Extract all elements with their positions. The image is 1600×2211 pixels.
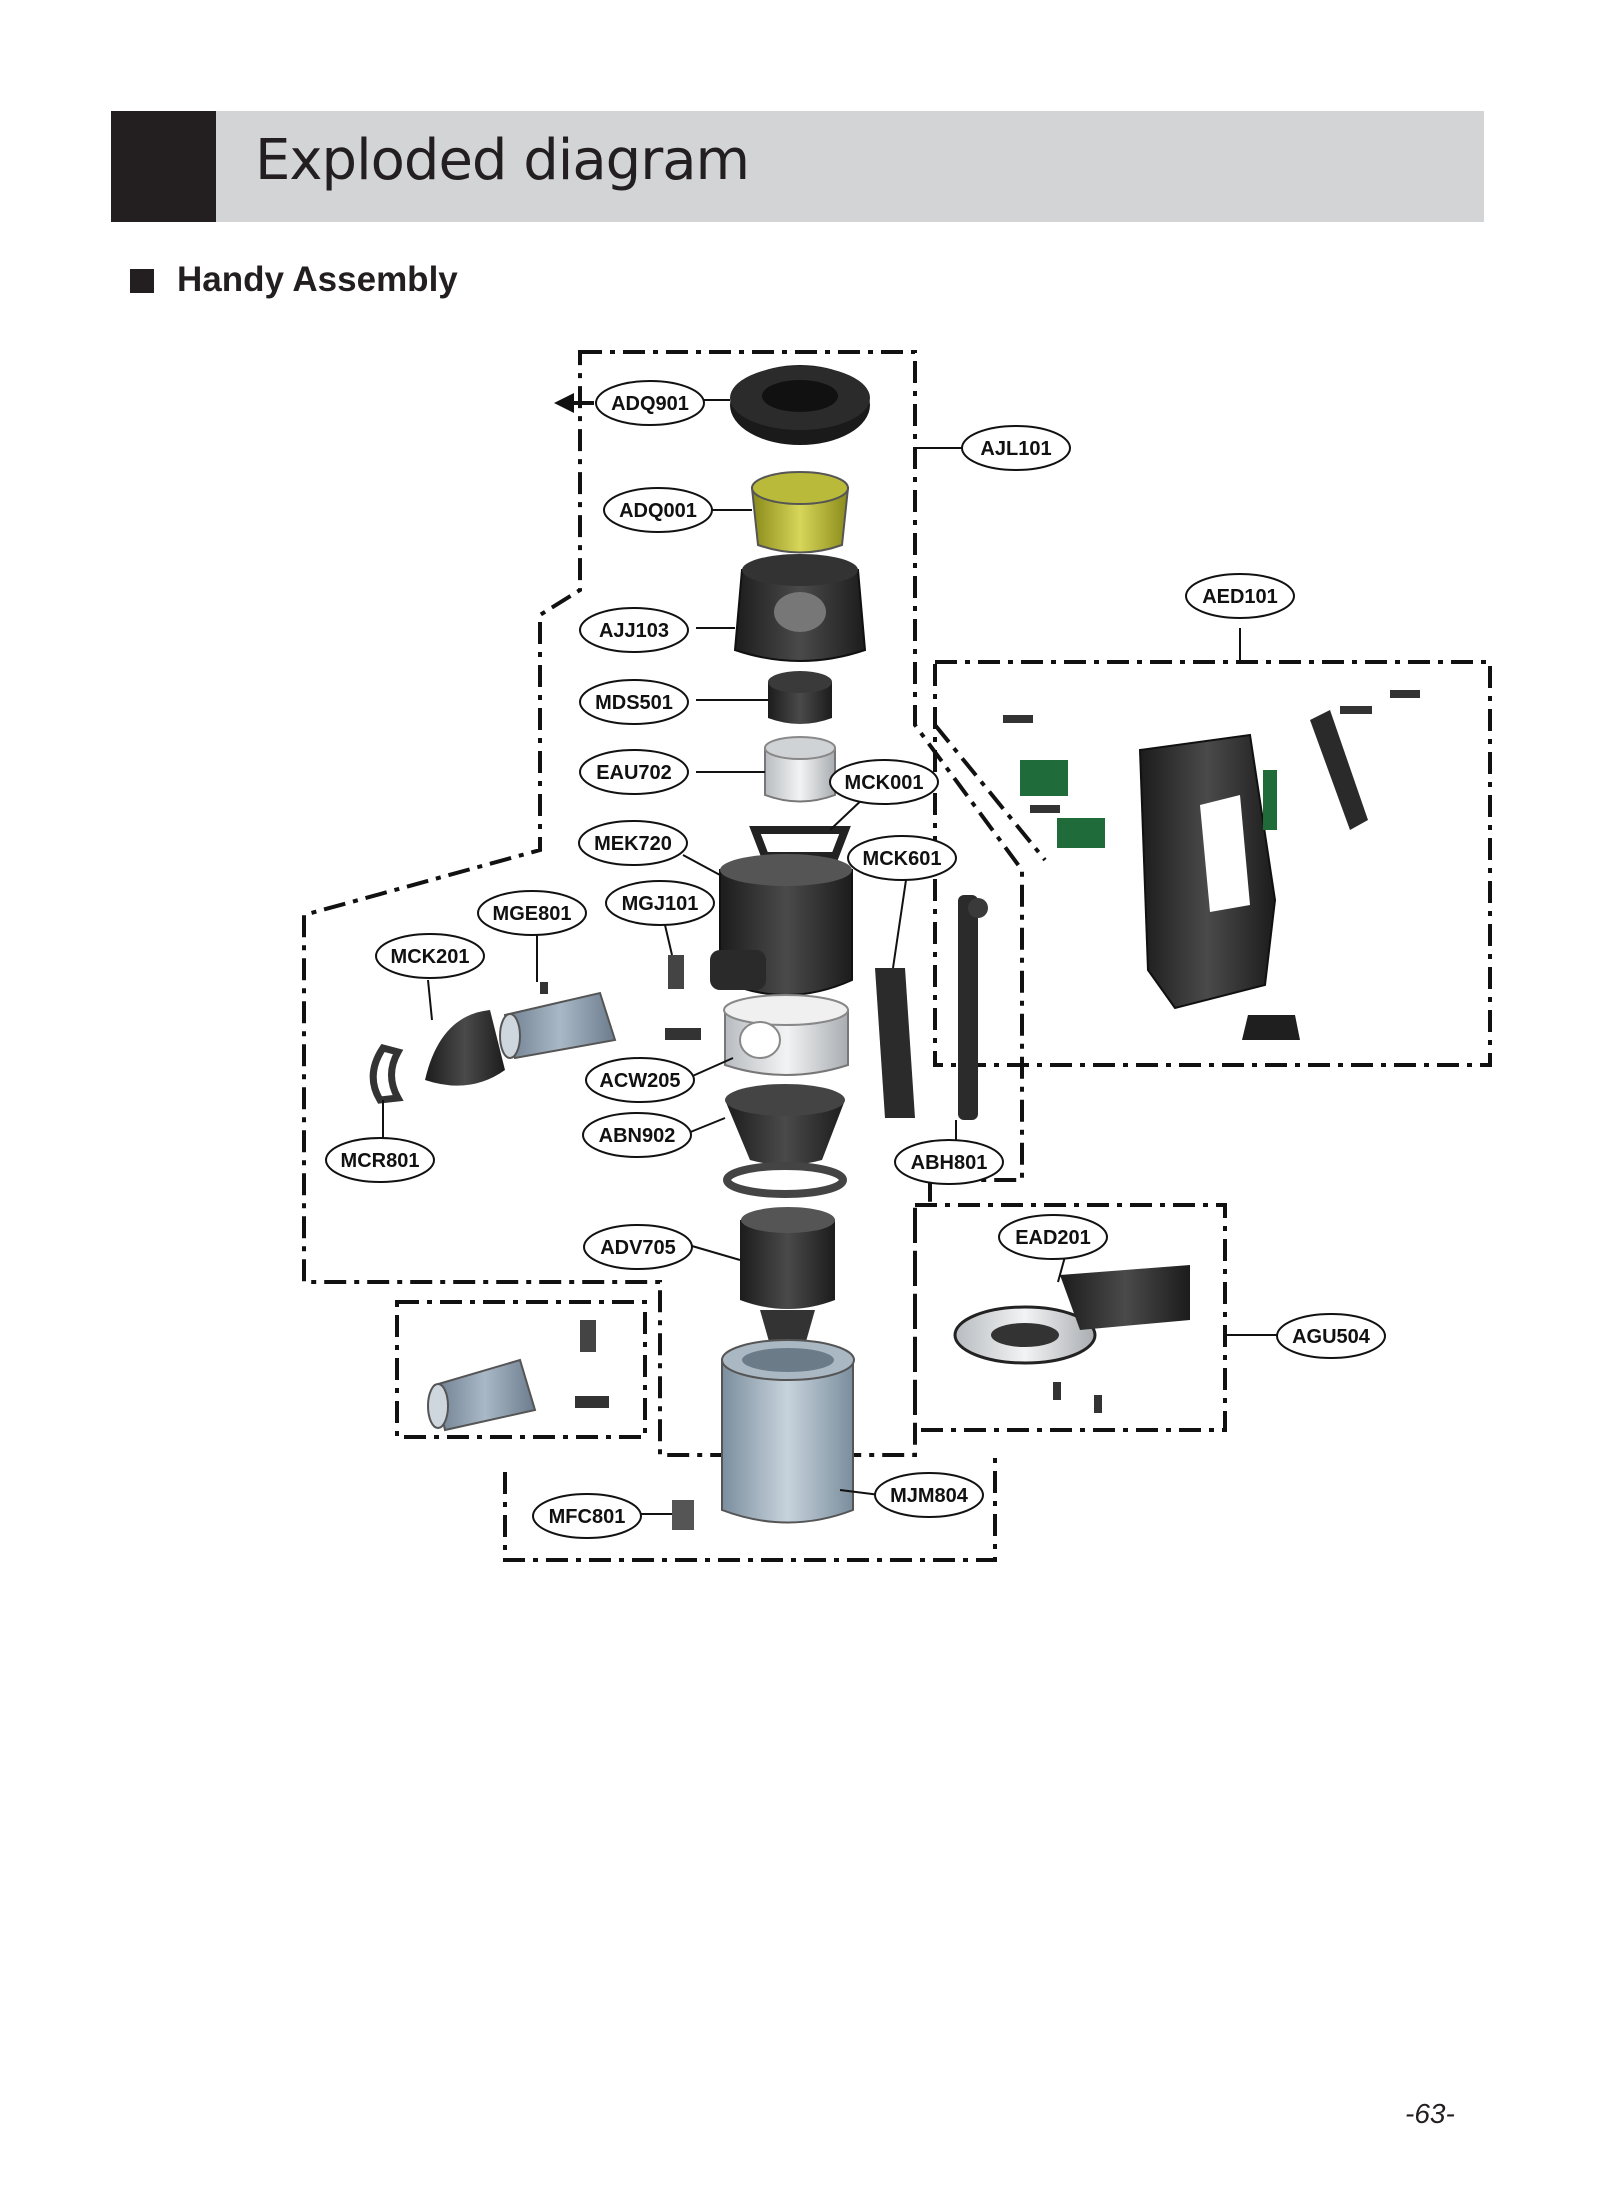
part-mgj101 xyxy=(665,955,701,1040)
part-mds501-seal xyxy=(768,671,832,724)
part-mfc801-clip xyxy=(672,1500,694,1530)
callout-label: ADQ001 xyxy=(619,500,697,522)
callout-label: AJJ103 xyxy=(599,620,669,642)
callout-label: MJM804 xyxy=(890,1485,969,1507)
leader-lines xyxy=(382,399,1278,1515)
callout-mfc801 xyxy=(532,1493,642,1539)
callout-label: MGJ101 xyxy=(622,893,699,915)
part-mcr801-clip xyxy=(369,1043,404,1104)
callout-acw205 xyxy=(585,1057,695,1103)
handy-assembly-boundary xyxy=(302,350,1024,1457)
part-abh801-rail xyxy=(958,895,988,1120)
part-eau702-motor xyxy=(764,736,836,803)
callout-label: ACW205 xyxy=(599,1070,680,1092)
callout-adq901 xyxy=(595,380,705,426)
part-adv705-cyclone xyxy=(740,1207,835,1345)
callout-mjm804 xyxy=(874,1472,984,1518)
part-mge801-tube xyxy=(499,982,617,1060)
callout-label: MDS501 xyxy=(595,692,673,714)
callout-label: AGU504 xyxy=(1292,1326,1371,1348)
callout-label: AJL101 xyxy=(980,438,1051,460)
part-mck201-nozzle xyxy=(425,1010,505,1086)
callout-label: ADQ901 xyxy=(611,393,689,415)
callout-mcr801 xyxy=(325,1137,435,1183)
callout-label: MCK001 xyxy=(845,772,924,794)
section-title: Handy Assembly xyxy=(177,260,458,299)
callout-label: MCK601 xyxy=(863,848,942,870)
callout-ajl101 xyxy=(961,425,1071,471)
callout-label: ABH801 xyxy=(911,1152,988,1174)
callout-label: MEK720 xyxy=(594,833,672,855)
part-agu504-base xyxy=(953,1265,1190,1413)
callout-mck601 xyxy=(847,835,957,881)
mfc801-boundary xyxy=(503,1455,997,1562)
part-mge801-spare xyxy=(427,1320,609,1432)
callout-adv705 xyxy=(583,1224,693,1270)
callout-label: EAD201 xyxy=(1015,1227,1091,1249)
aed101-link-line xyxy=(933,723,1047,862)
callout-abn902 xyxy=(582,1112,692,1158)
aed101-group-boundary xyxy=(933,660,1492,1067)
callout-agu504 xyxy=(1276,1313,1386,1359)
callout-ead201 xyxy=(998,1214,1108,1260)
part-ring-lower xyxy=(723,1162,847,1198)
callout-ajj103 xyxy=(579,607,689,653)
part-adq901-ring xyxy=(730,365,870,445)
callout-mck001 xyxy=(829,759,939,805)
part-acw205-ring xyxy=(723,994,849,1076)
part-adq001-filter xyxy=(750,471,850,554)
page-title: Exploded diagram xyxy=(255,128,750,193)
callout-eau702 xyxy=(579,749,689,795)
callout-labels: ADQ901 AJL101 ADQ001 AJJ103 AED101 MDS50… xyxy=(341,393,1371,1528)
section-bullet xyxy=(130,269,154,293)
adq901-arrow xyxy=(554,393,594,413)
mge801-sub-boundary xyxy=(395,1300,647,1439)
part-abn902-gasket xyxy=(725,1084,845,1165)
callout-label: MCK201 xyxy=(391,946,470,968)
callout-label: MFC801 xyxy=(549,1506,626,1528)
part-mek720-body xyxy=(710,854,853,996)
callout-mds501 xyxy=(579,679,689,725)
callout-label: ABN902 xyxy=(599,1125,676,1147)
callout-label: ADV705 xyxy=(600,1237,676,1259)
agu504-group-boundary xyxy=(913,1203,1227,1432)
callout-label: MGE801 xyxy=(493,903,572,925)
header-accent-block xyxy=(111,111,216,222)
callout-aed101 xyxy=(1185,573,1295,619)
callout-label: MCR801 xyxy=(341,1150,420,1172)
part-mjm804-bin xyxy=(721,1339,855,1524)
callout-mck201 xyxy=(375,933,485,979)
page-number: -63- xyxy=(1405,2098,1455,2129)
callout-mge801 xyxy=(477,890,587,936)
callout-label: EAU702 xyxy=(596,762,672,784)
callout-ellipses xyxy=(325,380,1386,1539)
part-ajj103-cover xyxy=(733,554,867,662)
callout-abh801 xyxy=(894,1139,1004,1185)
part-aed101-handle xyxy=(1003,690,1420,1040)
assembly-boundaries xyxy=(302,350,1492,1562)
part-mck001-bracket xyxy=(749,826,851,860)
callout-adq001 xyxy=(603,487,713,533)
callout-mgj101 xyxy=(605,880,715,926)
part-mck601-cover xyxy=(875,968,915,1118)
header-bar xyxy=(111,111,1484,222)
callout-label: AED101 xyxy=(1202,586,1278,608)
callout-mek720 xyxy=(578,820,688,866)
